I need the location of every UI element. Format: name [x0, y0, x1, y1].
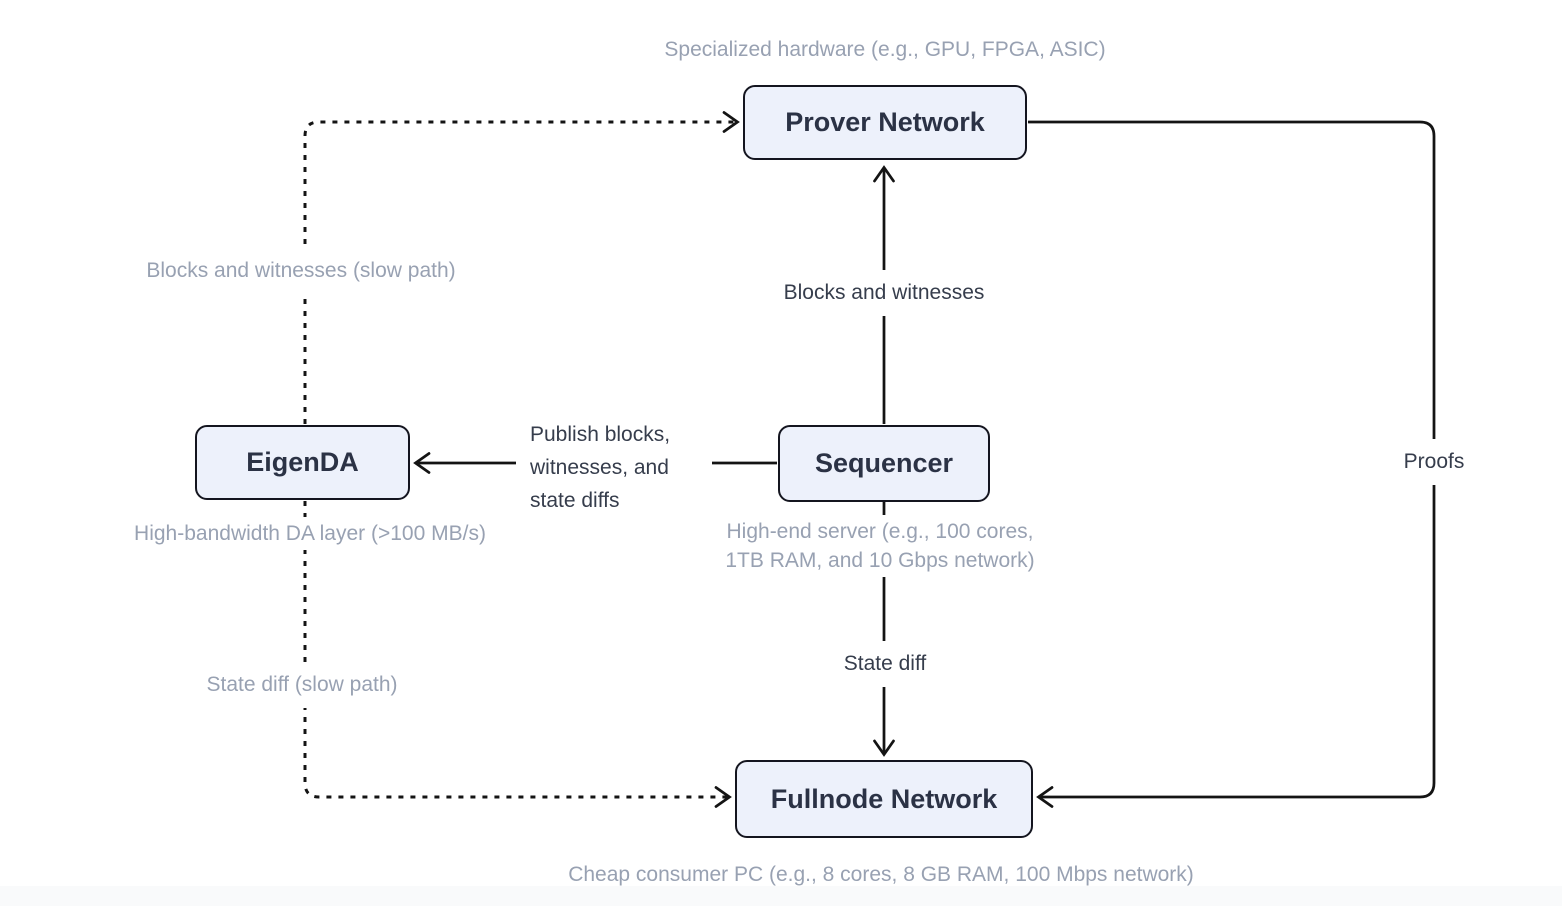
- node-fullnode-network: Fullnode Network: [735, 760, 1033, 838]
- caption-fullnode-hardware: Cheap consumer PC (e.g., 8 cores, 8 GB R…: [560, 858, 1202, 891]
- edge-eigenda-to-prover: [303, 111, 740, 424]
- edge-label-state-diff-slow-path: State diff (slow path): [194, 662, 410, 708]
- edge-prover-to-fullnode: [1028, 120, 1436, 808]
- caption-prover-hardware: Specialized hardware (e.g., GPU, FPGA, A…: [656, 33, 1114, 66]
- node-eigenda-label: EigenDA: [246, 447, 359, 477]
- node-prover-network-label: Prover Network: [785, 107, 985, 137]
- edge-label-state-diff: State diff: [831, 641, 939, 687]
- caption-eigenda-hardware: High-bandwidth DA layer (>100 MB/s): [126, 517, 494, 550]
- edge-label-blocks-and-witnesses: Blocks and witnesses: [771, 270, 997, 316]
- edge-label-proofs: Proofs: [1391, 439, 1477, 485]
- edge-label-blocks-slow-path: Blocks and witnesses (slow path): [134, 248, 468, 294]
- page-bottom-strip: [0, 886, 1562, 906]
- edge-eigenda-to-fullnode: [303, 501, 732, 808]
- node-fullnode-network-label: Fullnode Network: [770, 783, 998, 814]
- caption-sequencer-hardware: High-end server (e.g., 100 cores, 1TB RA…: [700, 515, 1060, 577]
- node-sequencer-label: Sequencer: [814, 448, 954, 478]
- node-eigenda: EigenDA: [195, 425, 410, 500]
- edge-label-publish-blocks: Publish blocks, witnesses, and state dif…: [516, 414, 712, 521]
- node-prover-network: Prover Network: [743, 85, 1027, 160]
- node-sequencer: Sequencer: [778, 425, 990, 502]
